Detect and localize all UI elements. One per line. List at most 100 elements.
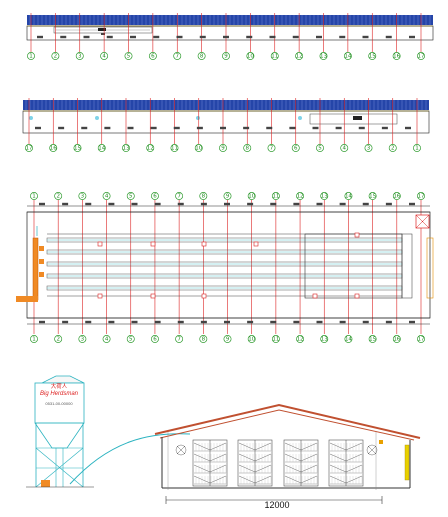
axis-label: 5 [129, 336, 133, 342]
axis-bubble [30, 335, 38, 343]
axis-bubble [343, 52, 352, 60]
marker [312, 293, 318, 299]
axis-label: 1 [29, 53, 33, 59]
axis-label: 3 [367, 145, 371, 151]
axis-bubble [417, 335, 425, 343]
axis-bubble [25, 144, 33, 152]
axis-bubble [340, 144, 349, 152]
axis-bubble [124, 52, 133, 60]
axis-bubble [170, 144, 179, 152]
axis-label: 9 [221, 145, 225, 151]
silo-hopper [34, 422, 85, 449]
fan-unit [98, 28, 106, 31]
feed-auger [16, 296, 38, 302]
axis-bubble [344, 192, 353, 200]
axis-bubble [219, 144, 227, 152]
axis-label: 5 [129, 193, 133, 199]
axis-bubble [267, 144, 276, 152]
cage-stack [283, 439, 319, 487]
axis-label: 7 [270, 145, 274, 151]
axis-label: 13 [320, 53, 327, 59]
axis-label: 16 [50, 145, 57, 151]
axis-bubble [344, 335, 353, 343]
axis-label: 4 [343, 145, 347, 151]
axis-label: 10 [195, 145, 202, 151]
axis-bubble [271, 335, 280, 343]
silo-phone: 0531-00-00000 [45, 401, 73, 406]
axis-label: 6 [151, 53, 155, 59]
cooling-pad [404, 444, 410, 481]
axis-bubble [49, 144, 58, 152]
axis-label: 17 [26, 145, 33, 151]
inlet-icon [95, 116, 99, 120]
axis-bubble [368, 52, 377, 60]
axis-bubble [388, 144, 397, 152]
axis-label: 12 [297, 336, 304, 342]
axis-bubble [150, 192, 159, 200]
axis-label: 5 [318, 145, 322, 151]
silo-motor [41, 480, 50, 487]
axis-bubble [247, 192, 256, 200]
window-strip [309, 113, 398, 125]
axis-bubble [316, 144, 324, 152]
axis-label: 11 [271, 53, 278, 59]
axis-bubble [30, 192, 38, 200]
wall-outline [22, 110, 430, 134]
cage-stack [192, 439, 228, 487]
silo-brand-en: Big Herdsman [40, 391, 79, 397]
axis-bubble [199, 335, 208, 343]
axis-label: 14 [345, 336, 352, 342]
axis-bubble [146, 144, 155, 152]
axis-label: 8 [200, 53, 204, 59]
axis-bubble [51, 52, 60, 60]
axis-bubble [73, 144, 82, 152]
axis-bubble [417, 192, 425, 200]
marker [354, 232, 360, 238]
grid-lines [33, 200, 422, 334]
fan-unit [353, 116, 362, 120]
axis-label: 6 [294, 145, 298, 151]
roof-line [154, 403, 421, 439]
silo-roof [41, 375, 85, 384]
house-section: 12000 [154, 403, 421, 510]
axis-label: 13 [321, 336, 328, 342]
axis-bubble [271, 192, 280, 200]
axis-label: 5 [127, 53, 131, 59]
axis-label: 14 [344, 53, 351, 59]
building-outline [26, 211, 431, 319]
elevation-tags [37, 35, 415, 39]
marker [354, 293, 360, 299]
axis-label: 1 [415, 145, 419, 151]
axis-label: 17 [418, 336, 425, 342]
axis-label: 12 [147, 145, 154, 151]
axis-bubble [54, 335, 63, 343]
axis-label: 6 [153, 193, 157, 199]
axis-bubble [54, 192, 63, 200]
axis-bubble [122, 144, 130, 152]
axis-label: 4 [105, 193, 109, 199]
axis-bubble [27, 52, 35, 60]
axis-label: 15 [369, 336, 376, 342]
axis-bubble [78, 335, 87, 343]
axis-label: 11 [272, 336, 279, 342]
axis-label: 15 [74, 145, 81, 151]
axis-label: 13 [321, 193, 328, 199]
axis-label: 12 [297, 193, 304, 199]
plan-tags [39, 202, 415, 324]
axis-label: 11 [272, 193, 279, 199]
axis-label: 6 [153, 336, 157, 342]
axis-bubble [97, 144, 106, 152]
axis-bubble [148, 52, 157, 60]
cooling-pad [426, 237, 434, 299]
axis-bubble [413, 144, 421, 152]
inlet-icon [196, 116, 200, 120]
axis-bubble [364, 144, 373, 152]
axis-label: 1 [32, 336, 36, 342]
feed-line [33, 238, 38, 300]
axis-bubble [320, 192, 329, 200]
axis-label: 4 [102, 53, 106, 59]
axis-label: 3 [81, 336, 85, 342]
